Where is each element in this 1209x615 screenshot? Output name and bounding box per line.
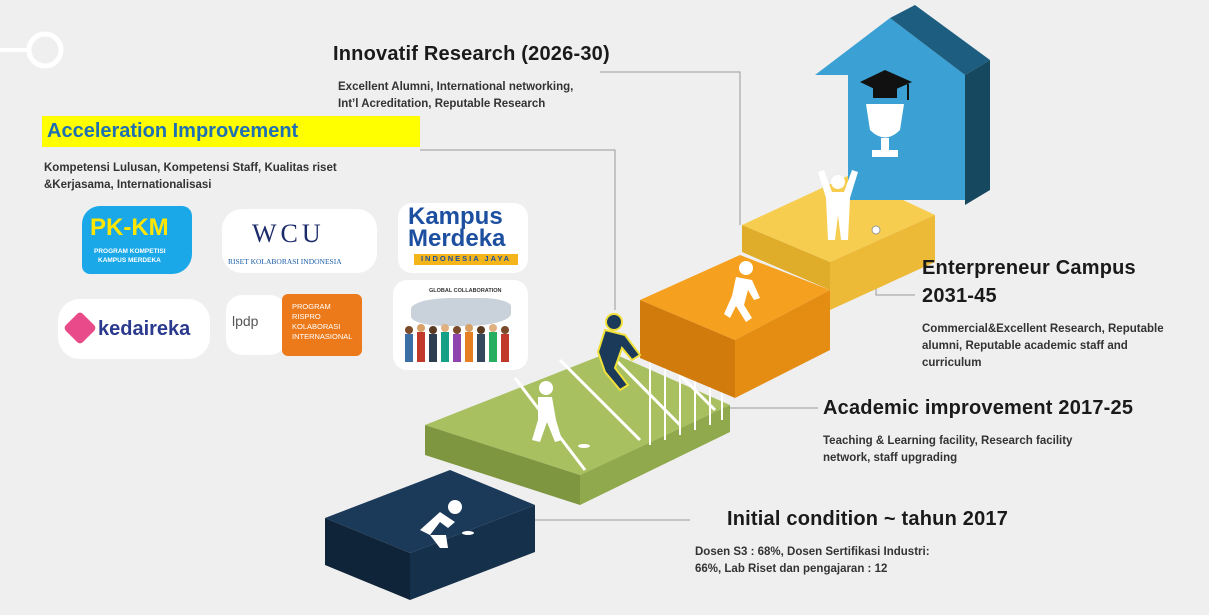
innovative-line-2: Int’l Acreditation, Reputable Research: [338, 98, 546, 110]
running-person-icon: [724, 261, 760, 322]
initial-line-2: 66%, Lab Riset dan pengajaran : 12: [695, 563, 888, 575]
walking-person-icon: [532, 381, 562, 442]
innovative-title: Innovatif Research (2026-30): [333, 43, 610, 65]
pkkm-title: PK-KM: [90, 214, 169, 241]
wcu-title: WCU: [252, 219, 325, 248]
acceleration-title: Acceleration Improvement: [47, 120, 299, 142]
academic-line-2: network, staff upgrading: [823, 452, 958, 464]
academic-title: Academic improvement 2017-25: [823, 397, 1134, 419]
world-map-icon: [411, 298, 511, 326]
rispro-logo: PROGRAM RISPRO KOLABORASI INTERNASIONAL: [282, 294, 362, 356]
entrepreneur-line-1: Commercial&Excellent Research, Reputable: [922, 323, 1164, 335]
initial-title: Initial condition ~ tahun 2017: [727, 508, 1009, 530]
hurdle-jumper-icon: [596, 313, 642, 392]
acceleration-line-2: &Kerjasama, Internationalisasi: [44, 179, 212, 191]
lpdp-logo: lpdp: [226, 295, 286, 355]
global-collaboration-image: GLOBAL COLLABORATION: [393, 280, 528, 370]
rispro-line-4: INTERNASIONAL: [292, 332, 353, 341]
kedaireka-mark-icon: [63, 311, 97, 345]
pkkm-logo: PK-KM PROGRAM KOMPETISI KAMPUS MERDEKA: [82, 206, 192, 274]
acceleration-line-1: Kompetensi Lulusan, Kompetensi Staff, Ku…: [44, 162, 337, 174]
people-group-icon: [405, 324, 509, 362]
initial-line-1: Dosen S3 : 68%, Dosen Sertifikasi Indust…: [695, 546, 930, 558]
kampus-merdeka-logo: Kampus Merdeka INDONESIA JAYA: [398, 203, 528, 273]
rispro-line-3: KOLABORASI: [292, 322, 341, 331]
pkkm-sub-2: KAMPUS MERDEKA: [98, 257, 161, 264]
academic-line-1: Teaching & Learning facility, Research f…: [823, 435, 1073, 447]
trophy-icon: [866, 104, 904, 157]
pkkm-sub-1: PROGRAM KOMPETISI: [94, 248, 166, 255]
cheering-person-icon: [818, 170, 858, 240]
kampus-line-1: Kampus: [408, 203, 503, 230]
acceleration-highlight: [42, 116, 420, 147]
rispro-line-1: PROGRAM: [292, 302, 331, 311]
lpdp-text: lpdp: [232, 313, 259, 329]
wcu-logo: WCU RISET KOLABORASI INDONESIA: [222, 209, 377, 273]
wcu-sub: RISET KOLABORASI INDONESIA: [228, 257, 342, 266]
crouching-runner-icon: [420, 500, 462, 548]
entrepreneur-line-2: alumni, Reputable academic staff and: [922, 340, 1128, 352]
circle-ornament: [26, 31, 64, 69]
rispro-line-2: RISPRO: [292, 312, 321, 321]
entrepreneur-title-1: Enterpreneur Campus: [922, 257, 1136, 279]
kampus-line-2: Merdeka: [408, 225, 506, 252]
entrepreneur-title-2: 2031-45: [922, 285, 997, 307]
kampus-sub: INDONESIA JAYA: [414, 254, 518, 265]
global-title: GLOBAL COLLABORATION: [429, 288, 502, 294]
kedaireka-text: kedaireka: [98, 318, 191, 340]
innovative-line-1: Excellent Alumni, International networki…: [338, 81, 574, 93]
graduation-cap-icon: [860, 70, 912, 100]
entrepreneur-line-3: curriculum: [922, 357, 982, 369]
kedaireka-logo: kedaireka: [58, 299, 210, 359]
